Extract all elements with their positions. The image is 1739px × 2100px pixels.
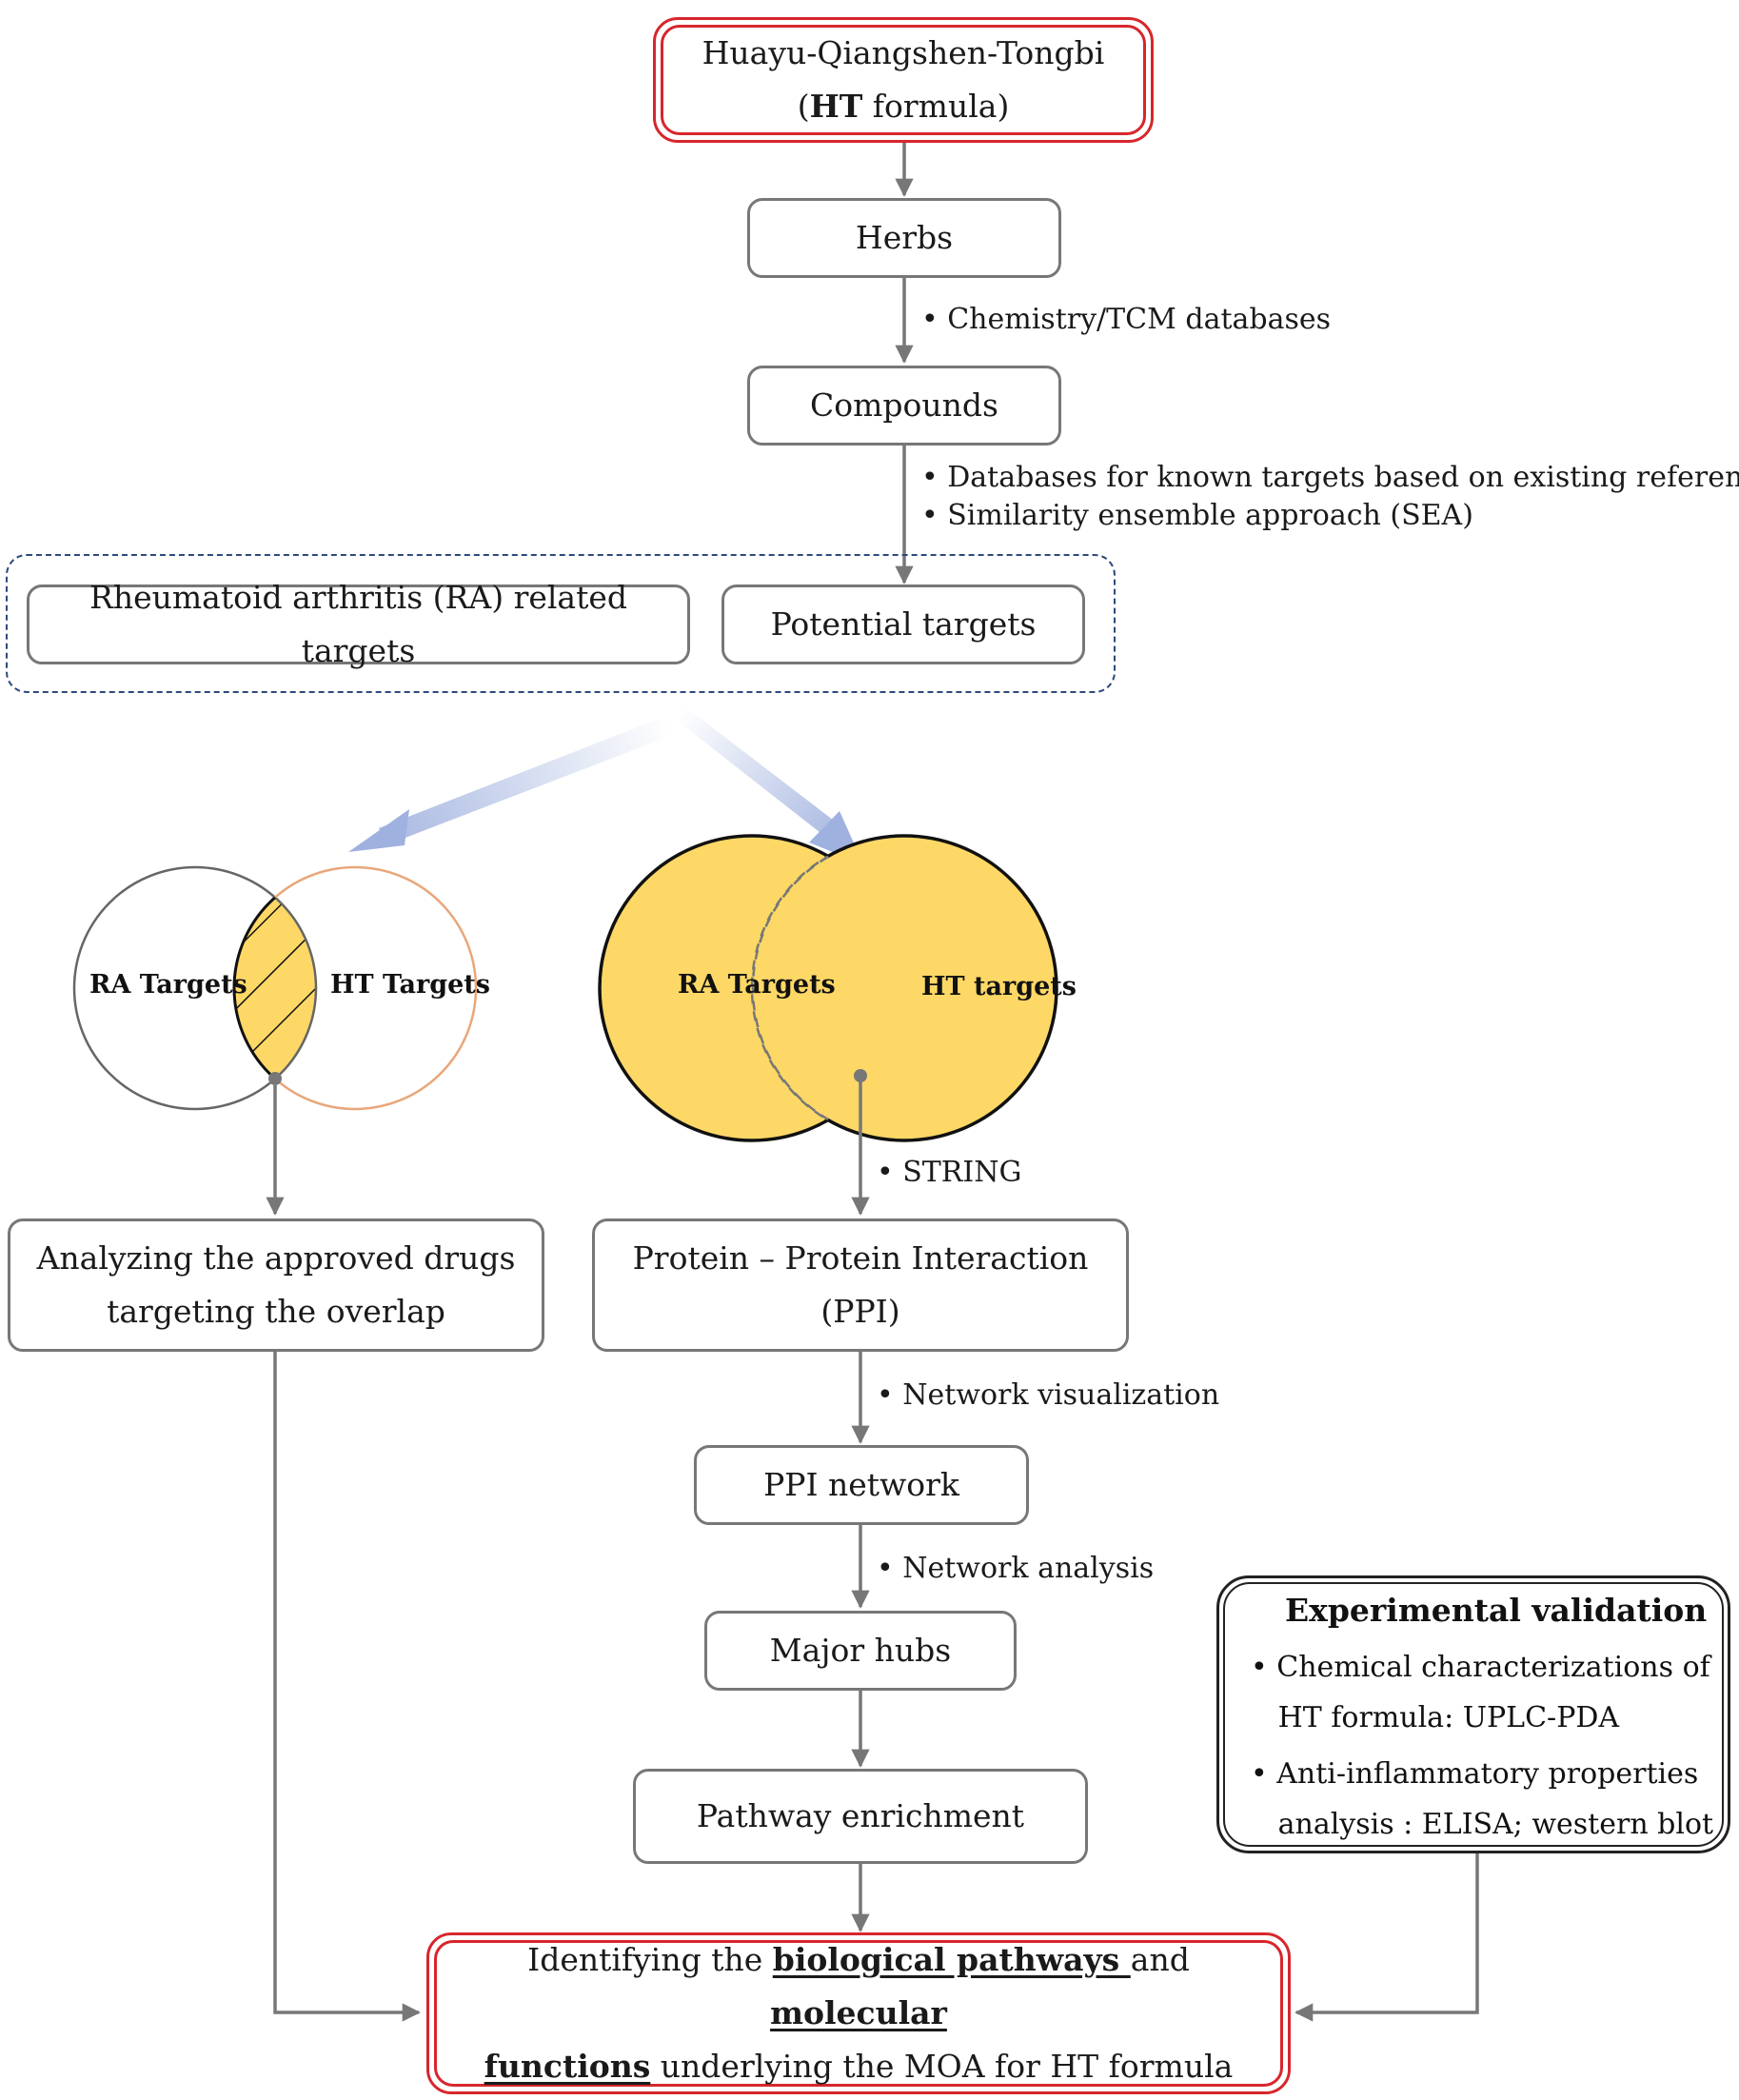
- targets-group: [6, 554, 1116, 693]
- note-sea: • Similarity ensemble approach (SEA): [921, 499, 1473, 532]
- major-hubs-box: Major hubs: [704, 1611, 1017, 1691]
- pathway-enrichment-box: Pathway enrichment: [633, 1769, 1088, 1864]
- venn-left-ra-circle: [72, 865, 318, 1111]
- venn-left: [72, 865, 478, 1111]
- compounds-box: Compounds: [747, 366, 1061, 446]
- ppi-line1: Protein – Protein Interaction: [632, 1238, 1089, 1277]
- ht-formula-box: Huayu-Qiangshen-Tongbi (HT formula): [661, 25, 1146, 135]
- overlap-dot: [268, 1072, 282, 1085]
- note-known-target-databases: • Databases for known targets based on e…: [921, 461, 1739, 494]
- herbs-box: Herbs: [747, 198, 1061, 278]
- venn-right: [598, 834, 1058, 1142]
- final-box: Identifying the biological pathways and …: [434, 1940, 1283, 2087]
- approved-drugs-box: Analyzing the approved drugs targeting t…: [8, 1218, 544, 1352]
- experimental-item-2: • Anti-inflammatory properties analysis …: [1251, 1757, 1714, 1841]
- arrow-drugs-to-final: [273, 1352, 421, 2022]
- venn-right-ht-label: HT targets: [921, 972, 1077, 1001]
- ht-formula-line2: (HT formula): [797, 88, 1010, 125]
- ppi-box: Protein – Protein Interaction (PPI): [592, 1218, 1129, 1352]
- ra-related-targets-box: Rheumatoid arthritis (RA) related target…: [27, 579, 690, 669]
- experimental-validation-box-outer: [1216, 1575, 1730, 1853]
- venn-left-ht-label: HT Targets: [330, 970, 490, 1000]
- experimental-validation-title: Experimental validation: [1285, 1592, 1708, 1629]
- final-line1: Identifying the biological pathways and …: [527, 1940, 1190, 2031]
- experimental-item-1: • Chemical characterizations of HT formu…: [1251, 1651, 1710, 1734]
- ppi-line2: (PPI): [820, 1293, 900, 1330]
- note-network-analysis: • Network analysis: [877, 1552, 1155, 1585]
- note-chemistry-databases: • Chemistry/TCM databases: [921, 303, 1332, 336]
- ppi-network-box: PPI network: [694, 1445, 1029, 1525]
- venn-left-ra-label: RA Targets: [89, 970, 247, 1000]
- ht-formula-line1: Huayu-Qiangshen-Tongbi: [702, 33, 1105, 71]
- final-line2: functions underlying the MOA for HT form…: [484, 2048, 1234, 2086]
- note-network-visualization: • Network visualization: [877, 1378, 1220, 1412]
- approved-drugs-line2: targeting the overlap: [107, 1293, 445, 1330]
- note-string: • STRING: [877, 1156, 1022, 1189]
- venn-right-ra-label: RA Targets: [678, 970, 836, 1000]
- potential-targets-box: Potential targets: [721, 584, 1085, 664]
- experimental-validation-box: [1223, 1582, 1724, 1847]
- arrow-experimental-to-final: [1294, 1852, 1479, 2022]
- split-arrow-left: [348, 716, 678, 852]
- approved-drugs-line1: Analyzing the approved drugs: [36, 1238, 516, 1277]
